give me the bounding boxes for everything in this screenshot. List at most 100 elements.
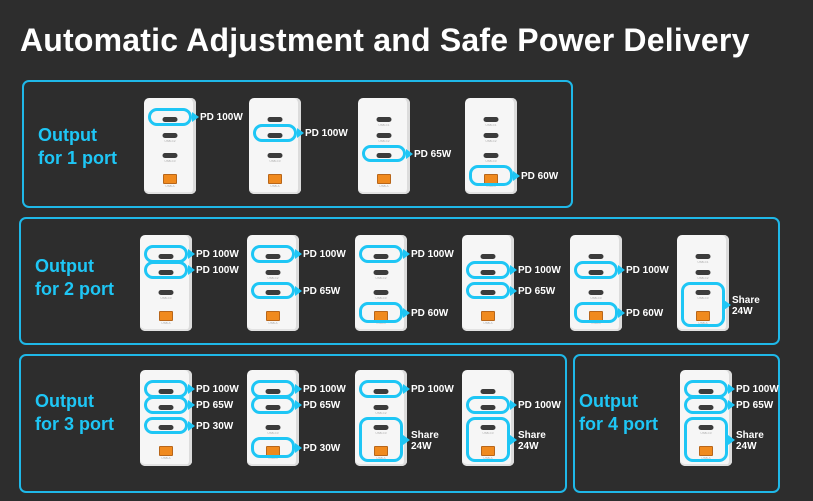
arrow-icon	[510, 400, 517, 410]
usb-c-port	[373, 254, 389, 259]
usb-c-port	[373, 290, 389, 295]
usb-c-port	[158, 290, 174, 295]
power-label: PD 100W	[411, 384, 454, 395]
port-label: USB-C3	[375, 296, 387, 300]
usb-c-port	[480, 405, 496, 410]
usb-c-port	[267, 133, 283, 138]
arrow-icon	[618, 308, 625, 318]
port-label: USB-A	[698, 321, 708, 325]
port-label: USB-A	[483, 456, 493, 460]
panel-3-label-line2: for 3 port	[35, 414, 114, 434]
usb-c-port	[695, 290, 711, 295]
port-highlight	[684, 396, 728, 414]
power-label: PD 100W	[200, 112, 243, 123]
usb-a-port	[268, 174, 282, 184]
power-label: PD 100W	[196, 249, 239, 260]
port-highlight	[144, 396, 188, 414]
port-label: USB-C2	[697, 276, 709, 280]
arrow-icon	[728, 400, 735, 410]
port-label: USB-C3	[482, 431, 494, 435]
arrow-icon	[295, 384, 302, 394]
usb-c-port	[698, 425, 714, 430]
power-label: PD 65W	[414, 149, 452, 160]
usb-c-port	[376, 133, 392, 138]
port-highlight	[251, 282, 295, 299]
port-label: USB-C2	[164, 139, 176, 143]
usb-c-port	[373, 270, 389, 275]
port-highlight	[574, 302, 618, 323]
panel-4-label: Output for 4 port	[579, 390, 658, 436]
port-highlight	[359, 417, 403, 462]
power-label: PD 100W	[518, 265, 561, 276]
port-label: USB-A	[376, 321, 386, 325]
port-highlight	[466, 396, 510, 414]
usb-c-port	[158, 254, 174, 259]
port-label: USB-C3	[485, 159, 497, 163]
panel-3-label-line1: Output	[35, 391, 94, 411]
port-label: USB-C3	[590, 296, 602, 300]
port-highlight	[359, 302, 403, 323]
arrow-icon	[297, 128, 304, 138]
port-label: USB-A	[165, 184, 175, 188]
page-title: Automatic Adjustment and Safe Power Deli…	[20, 22, 750, 58]
power-label-line: 24W	[518, 441, 539, 452]
arrow-icon	[510, 265, 517, 275]
port-highlight	[253, 124, 297, 142]
usb-a-port	[159, 446, 173, 456]
port-highlight	[574, 261, 618, 279]
power-label-line: Share	[732, 295, 760, 306]
port-highlight	[251, 245, 295, 263]
usb-c-port	[480, 254, 496, 259]
usb-c-port	[480, 425, 496, 430]
power-label-line: 24W	[732, 306, 753, 317]
port-label: USB-C3	[700, 431, 712, 435]
usb-c-port	[373, 425, 389, 430]
usb-a-port	[481, 446, 495, 456]
arrow-icon	[403, 308, 410, 318]
panel-1-label-line2: for 1 port	[38, 148, 117, 168]
power-label: PD 100W	[626, 265, 669, 276]
panel-2-label-line1: Output	[35, 256, 94, 276]
arrow-icon	[295, 249, 302, 259]
usb-c-port	[158, 389, 174, 394]
port-highlight	[144, 261, 188, 279]
usb-c-port	[158, 405, 174, 410]
arrow-icon	[295, 443, 302, 453]
usb-c-port	[158, 425, 174, 430]
arrow-icon	[295, 286, 302, 296]
arrow-icon	[188, 249, 195, 259]
power-label-line: 24W	[736, 441, 757, 452]
port-highlight	[359, 380, 403, 398]
usb-c-port	[698, 405, 714, 410]
usb-c-port	[480, 270, 496, 275]
usb-a-port	[163, 174, 177, 184]
usb-c-port	[376, 117, 392, 122]
panel-1-port	[22, 80, 573, 208]
power-label: PD 100W	[736, 384, 779, 395]
power-label: PD 100W	[196, 384, 239, 395]
usb-a-port	[374, 446, 388, 456]
panel-3-label: Output for 3 port	[35, 390, 114, 436]
usb-c-port	[267, 153, 283, 158]
power-label-line: 24W	[411, 441, 432, 452]
usb-c-port	[588, 254, 604, 259]
port-label: USB-C2	[267, 276, 279, 280]
port-label: USB-C3	[164, 159, 176, 163]
power-label: PD 60W	[521, 171, 559, 182]
usb-c-port	[483, 153, 499, 158]
usb-a-port	[696, 311, 710, 321]
usb-c-port	[265, 425, 281, 430]
arrow-icon	[406, 149, 413, 159]
port-highlight	[148, 108, 192, 126]
usb-c-port	[483, 133, 499, 138]
usb-c-port	[695, 270, 711, 275]
arrow-icon	[510, 286, 517, 296]
port-label: USB-A	[379, 184, 389, 188]
port-label: USB-C1	[697, 260, 709, 264]
port-label: USB-C1	[378, 123, 390, 127]
power-label: PD 65W	[303, 286, 341, 297]
panel-3-port	[19, 354, 567, 493]
usb-c-port	[376, 153, 392, 158]
